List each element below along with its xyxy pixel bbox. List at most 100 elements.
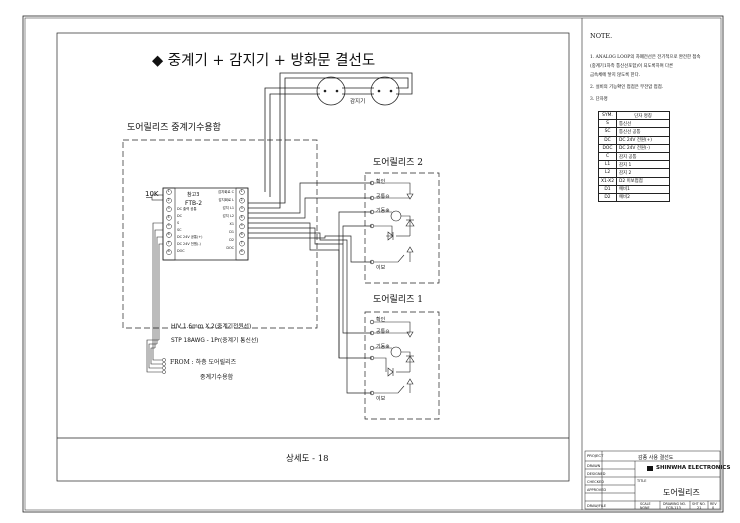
relay-right-terminal-label: D2 xyxy=(229,238,234,242)
symbol-code: X1-X2 xyxy=(598,176,617,186)
symbol-header-sym: SYM. xyxy=(598,110,617,121)
relay-left-terminal-label: DC 출력 공통 xyxy=(177,207,197,211)
relay-left-terminal-number: 6 xyxy=(167,232,170,236)
note-line-3: 금속체에 닿지 않도록 한다. xyxy=(590,73,641,78)
sheet-border-inner xyxy=(24,17,722,511)
tb-row-approved: APPROVED xyxy=(587,488,607,492)
relay-right-terminal-label: 감지회로 C xyxy=(218,190,234,194)
relay-terminal xyxy=(239,249,245,255)
relay-right-terminal-number: 2 xyxy=(240,197,243,202)
door-release-1-circuit xyxy=(369,319,415,396)
relay-left-terminal-label: S xyxy=(177,221,180,225)
sheet-border-outer xyxy=(22,15,724,513)
company-logo-icon xyxy=(647,466,653,471)
door-release-2-label-common: 공통⊖ xyxy=(376,194,390,200)
relay-left-terminal-label: DC 24V 공통(+) xyxy=(177,235,203,239)
relay-left-terminal-label: DC xyxy=(177,214,182,218)
relay-terminal xyxy=(166,215,172,221)
tb-title-label: TITLE xyxy=(637,479,647,483)
tb-title-value: 도어릴리즈 xyxy=(663,488,700,497)
tb-company: SHINWHA ELECTRONICS xyxy=(656,465,731,471)
relay-cable-wiring xyxy=(146,222,163,373)
note-line-4: 2. 설비의 기능확인 접점은 무전압 접점. xyxy=(590,85,664,90)
tb-project-label: PROJECT xyxy=(587,453,604,458)
door-release-wiring xyxy=(248,182,372,394)
tb-row-drawn: DRAWN xyxy=(587,464,601,468)
resistor-label: 10K xyxy=(145,190,159,198)
symbol-name: 통신선 xyxy=(616,119,670,129)
relay-left-terminal-number: 2 xyxy=(167,197,170,202)
door-release-2-circuit xyxy=(369,180,415,265)
relay-left-terminal-label: SC xyxy=(177,228,182,232)
tb-scale-label: SCALE xyxy=(640,502,651,506)
relay-terminal xyxy=(239,240,245,247)
symbol-name: 감지 2 xyxy=(616,168,670,178)
door-release-1-label-report: 이보 xyxy=(376,396,386,402)
from-note-line2: 중계기수용함 xyxy=(200,374,234,381)
relay-right-terminal-number: 6 xyxy=(240,232,243,236)
door-release-1-label-common: 공통⊖ xyxy=(376,329,390,335)
symbol-code: S xyxy=(598,119,617,129)
relay-terminal xyxy=(166,232,172,238)
relay-terminal xyxy=(166,223,172,230)
symbol-table-header: SYM. 단자 명칭 xyxy=(598,110,670,121)
symbol-header-name: 단자 명칭 xyxy=(616,110,670,121)
notes-title: NOTE. xyxy=(590,32,613,40)
relay-right-terminal-label: 감지 L1 xyxy=(222,206,234,210)
relay-terminal xyxy=(166,189,172,195)
drawing-title: ◆ 중계기 + 감지기 + 방화문 결선도 xyxy=(152,53,376,69)
relay-right-terminal-block xyxy=(235,187,249,261)
from-note-line1: FROM : 하층 도어릴리즈 xyxy=(170,359,237,366)
door-release-2-title: 도어릴리즈 2 xyxy=(373,158,423,168)
tb-scale-value: NONE xyxy=(640,506,650,510)
tb-project-value: 감종 사용 결선도 xyxy=(638,455,674,461)
tb-drawing-no-label: DRAWING NO. xyxy=(663,502,687,506)
symbol-name: 감지 1 xyxy=(616,160,670,170)
relay-terminal xyxy=(166,240,172,247)
door-release-1-label-start: 기동⊕ xyxy=(376,344,390,350)
symbol-name: 예비2 xyxy=(616,192,670,203)
symbol-code: DC xyxy=(598,135,617,145)
cable-spec-power: HIV 1.6mm X 2(중계기전원선) xyxy=(171,324,252,330)
tb-rev-value: 0 xyxy=(712,506,715,510)
relay-right-terminal-label: DOC xyxy=(226,246,234,250)
relay-terminal xyxy=(166,249,172,255)
door-release-2-label-start: 기동⊕ xyxy=(376,208,390,214)
relay-right-terminal-label: 감지회로 L xyxy=(218,198,234,202)
tb-row-checked: CHECKED xyxy=(587,480,604,484)
door-release-1-label-check: 확인 xyxy=(376,317,386,323)
symbol-code: DOC xyxy=(598,143,617,153)
relay-right-terminal-label: X1 xyxy=(229,222,234,226)
symbol-name: DC 24V 전원(+) xyxy=(616,135,670,145)
symbol-name: D2 이보접점 xyxy=(616,176,670,186)
relay-right-terminal-label: D1 xyxy=(229,230,234,234)
tb-sheet-label: SHT NO. xyxy=(692,502,706,506)
symbol-code: SC xyxy=(598,127,617,137)
detector-1 xyxy=(316,76,346,106)
relay-left-terminal-block xyxy=(162,187,176,261)
relay-housing-frame xyxy=(122,139,318,329)
symbol-code: D1 xyxy=(598,184,617,194)
tb-rev-label: REV xyxy=(710,502,717,506)
relay-right-terminal-number: 7 xyxy=(240,240,243,245)
symbol-code: C xyxy=(598,151,617,162)
door-release-2-frame xyxy=(364,172,440,284)
door-release-1-frame xyxy=(364,311,440,420)
title-block-grid xyxy=(584,450,721,510)
relay-terminal xyxy=(239,232,245,238)
detector-2 xyxy=(370,76,400,106)
relay-left-terminal-number: 7 xyxy=(167,240,170,245)
cable-end-circles xyxy=(162,358,166,374)
relay-right-terminal-number: 8 xyxy=(240,249,243,254)
